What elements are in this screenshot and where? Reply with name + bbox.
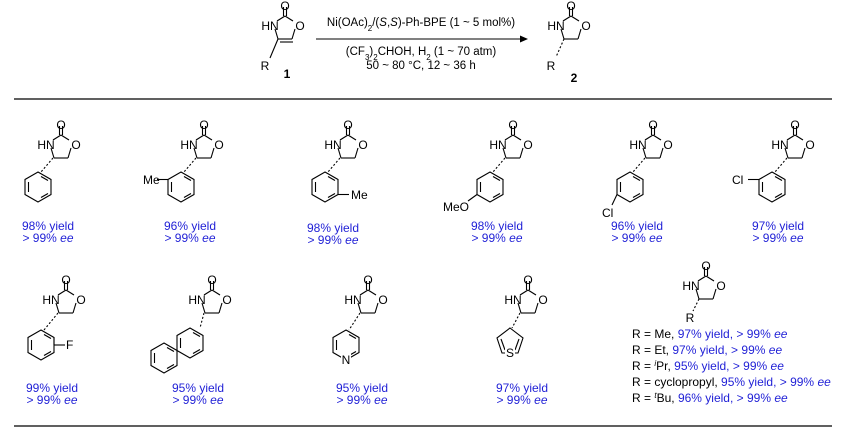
yield-label: 99% yield [26,381,78,395]
ee-label: > 99% ee [22,231,73,245]
svg-text:R: R [686,311,695,325]
alkyl-product: O HN O R [682,259,725,325]
svg-text:O: O [581,19,590,33]
yield-label: 98% yield [22,219,74,233]
svg-text:O: O [790,118,799,132]
svg-text:O: O [358,138,367,152]
compound-2-label: 2 [571,71,578,85]
svg-text:HN: HN [344,293,361,307]
ee-label: > 99% ee [471,231,522,245]
svg-text:O: O [378,293,387,307]
ee-label: > 99% ee [26,393,77,407]
svg-text:O: O [701,259,710,273]
svg-text:HN: HN [180,138,197,152]
alkyl-entry: R = iPr, 95% yield, > 99% ee [632,359,784,374]
carbonyl-o: O [280,0,289,13]
reactant-1: O HN O R 1 [261,0,305,81]
alkyl-entry: R = Me, 97% yield, > 99% ee [632,327,788,341]
svg-text:F: F [66,338,73,352]
svg-text:HN: HN [547,19,564,33]
ee-label: > 99% ee [172,393,223,407]
svg-text:Me: Me [143,173,160,187]
svg-text:R: R [547,59,556,73]
svg-text:HN: HN [42,293,59,307]
yield-label: 97% yield [496,381,548,395]
svg-text:O: O [76,293,85,307]
yield-label: 95% yield [336,381,388,395]
yield-label: 96% yield [164,219,216,233]
solvent-conditions: (CF3)2CHOH, H2 (1 ~ 70 atm) [346,46,497,62]
svg-text:N: N [342,353,351,367]
product-2: O HN O R 2 [547,0,591,85]
svg-text:O: O [508,118,517,132]
yield-label: 98% yield [471,219,523,233]
svg-text:HN: HN [37,138,54,152]
temperature-time: 50 ~ 80 °C, 12 ~ 36 h [366,60,475,72]
svg-text:O: O [56,118,65,132]
svg-text:O: O [199,118,208,132]
svg-text:O: O [538,293,547,307]
alkyl-entry: R = cyclopropyl, 95% yield, > 99% ee [632,375,831,389]
yield-label: 95% yield [172,381,224,395]
svg-text:O: O [343,118,352,132]
svg-text:O: O [523,138,532,152]
svg-text:Cl: Cl [602,206,613,220]
ee-label: > 99% ee [336,393,387,407]
catalyst-conditions: Ni(OAc)2/(S,S)-Ph-BPE (1 ~ 5 mol%) [327,17,515,33]
yield-label: 97% yield [752,219,804,233]
svg-text:O: O [61,273,70,287]
ee-label: > 99% ee [307,233,358,247]
svg-text:O: O [214,138,223,152]
r-label: R [261,59,270,73]
svg-text:O: O [805,138,814,152]
svg-text:Cl: Cl [732,173,743,187]
alkyl-entry: R = Et, 97% yield, > 99% ee [632,343,782,357]
svg-text:O: O [648,118,657,132]
svg-text:O: O [222,293,231,307]
svg-text:HN: HN [504,293,521,307]
svg-text:HN: HN [682,279,699,293]
svg-text:O: O [71,138,80,152]
svg-text:O: O [663,138,672,152]
svg-text:O: O [716,279,725,293]
svg-text:O: O [566,0,575,13]
svg-text:O: O [207,273,216,287]
ee-label: > 99% ee [611,231,662,245]
nh-label: HN [261,19,278,33]
svg-text:HN: HN [629,138,646,152]
yield-label: 96% yield [611,219,663,233]
svg-text:O: O [363,273,372,287]
svg-text:HN: HN [324,138,341,152]
alkyl-entries: R = Me, 97% yield, > 99% ee R = Et, 97% y… [632,327,831,405]
ee-label: > 99% ee [752,231,803,245]
svg-text:HN: HN [188,293,205,307]
svg-text:Me: Me [351,188,368,202]
svg-text:HN: HN [489,138,506,152]
ee-label: > 99% ee [164,231,215,245]
svg-text:MeO: MeO [443,200,469,214]
yield-label: 98% yield [307,221,359,235]
svg-text:HN: HN [771,138,788,152]
svg-text:O: O [523,273,532,287]
compound-1-label: 1 [284,67,291,81]
ring-o: O [295,19,304,33]
reaction-arrow: Ni(OAc)2/(S,S)-Ph-BPE (1 ~ 5 mol%) (CF3)… [316,17,528,72]
svg-text:S: S [506,346,514,360]
ee-label: > 99% ee [496,393,547,407]
alkyl-entry: R = tBu, 96% yield, > 99% ee [632,391,788,406]
